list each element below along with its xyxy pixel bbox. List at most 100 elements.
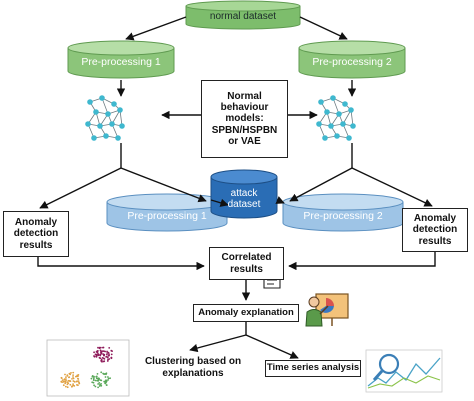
graph-node [316, 121, 322, 127]
scatter-dot [99, 354, 102, 357]
scatter-plot-thumbnail [46, 339, 130, 397]
scatter-dot [62, 384, 65, 387]
scatter-dot [103, 380, 106, 383]
preprocessing-2-top-cylinder [298, 40, 406, 79]
scatter-dot [71, 385, 73, 388]
scatter-dot [109, 377, 111, 380]
graph-node [115, 135, 121, 141]
preprocessing-2-top-label: Pre-processing 2 [312, 56, 392, 69]
scatter-dot [66, 381, 68, 383]
anomaly-detection-results-left: Anomaly detection results [3, 211, 69, 257]
scatter-dot [92, 381, 95, 384]
normal-behaviour-models-box: Normal behaviour models: SPBN/HSPBN or V… [201, 80, 288, 158]
scatter-dot [70, 372, 72, 374]
graph-node [340, 121, 346, 127]
graph-node [103, 133, 109, 139]
preprocessing-2-bottom-cylinder [282, 193, 404, 232]
scatter-dot [107, 351, 110, 354]
scatter-dot [98, 385, 101, 387]
scatter-dot [103, 360, 106, 363]
preprocessing-1-top-label: Pre-processing 1 [81, 56, 161, 69]
scatter-dot [107, 379, 109, 381]
scatter-dot [93, 375, 95, 378]
scatter-dot [76, 384, 78, 386]
scatter-dot [95, 375, 98, 378]
scatter-dot [93, 355, 95, 357]
scatter-dot [103, 350, 105, 352]
scatter-dot [74, 381, 76, 383]
scatter-dot [93, 384, 95, 387]
graph-node [109, 121, 115, 127]
scatter-dot [99, 357, 102, 360]
scatter-dot [106, 353, 108, 356]
scatter-dot [97, 353, 100, 356]
correlated-results-box: Correlated results [209, 247, 284, 280]
scatter-dot [68, 380, 71, 382]
attack-dataset-cylinder [210, 169, 278, 219]
graph-node [318, 99, 324, 105]
scatter-dot [105, 356, 107, 358]
scatter-dot [103, 373, 105, 376]
normal-dataset-cylinder [185, 0, 301, 30]
scatter-dot [108, 353, 110, 356]
graph-node [346, 135, 352, 141]
scatter-dot [66, 375, 69, 377]
scatter-dot [100, 358, 103, 361]
scatter-dot [96, 350, 99, 352]
presenter-icon [305, 293, 349, 327]
graph-node [348, 107, 354, 113]
scatter-dot [78, 381, 80, 384]
graph-node [87, 99, 93, 105]
graph-node [85, 121, 91, 127]
time-series-analysis-box: Time series analysis [265, 360, 361, 377]
scatter-dot [72, 383, 74, 385]
scatter-dot [108, 347, 111, 349]
scatter-dot [67, 382, 70, 385]
preprocessing-1-top-cylinder [67, 40, 175, 79]
scatter-dot [97, 383, 99, 385]
connector-lines [37, 16, 436, 359]
scatter-dot [107, 376, 109, 378]
scatter-dot [99, 346, 102, 349]
scatter-dot [105, 384, 108, 386]
graph-node [119, 123, 125, 129]
graph-node [324, 109, 330, 115]
preprocessing-1-bottom-label: Pre-processing 1 [127, 210, 207, 223]
scatter-dot [60, 380, 63, 383]
scatter-dot [63, 379, 66, 381]
scatter-dot [94, 385, 97, 388]
scatter-dot [101, 360, 103, 363]
scatter-dot [62, 380, 65, 383]
scatter-dot [95, 353, 98, 356]
scatter-dot [60, 376, 63, 379]
graph-node [328, 123, 334, 129]
graph-node [342, 101, 348, 107]
graph-node [99, 95, 105, 101]
scatter-dot [72, 374, 74, 376]
scatter-dot [91, 375, 94, 378]
scatter-dot [69, 383, 72, 386]
scatter-dot [105, 381, 107, 384]
scatter-dot [64, 373, 66, 376]
scatter-dot [72, 371, 75, 374]
scatter-dot [100, 384, 103, 387]
scatter-dot [102, 357, 105, 360]
preprocessing-2-bottom-label: Pre-processing 2 [303, 210, 383, 223]
network-graph-icon [316, 95, 356, 141]
scatter-dot [96, 351, 99, 354]
normal-dataset-label: normal dataset [209, 11, 277, 23]
scatter-dot [90, 377, 93, 380]
scatter-dot [100, 351, 102, 354]
scatter-dot [73, 385, 76, 387]
graph-node [334, 133, 340, 139]
scatter-dot [110, 357, 113, 360]
scatter-dot [93, 351, 95, 354]
scatter-dot [100, 379, 103, 382]
scatter-dot [66, 386, 69, 389]
graph-node [322, 135, 328, 141]
scatter-dot [61, 379, 64, 381]
scatter-dot [97, 377, 99, 380]
scatter-dot [65, 378, 67, 380]
scatter-dot [77, 377, 79, 380]
scatter-dot [76, 380, 78, 382]
